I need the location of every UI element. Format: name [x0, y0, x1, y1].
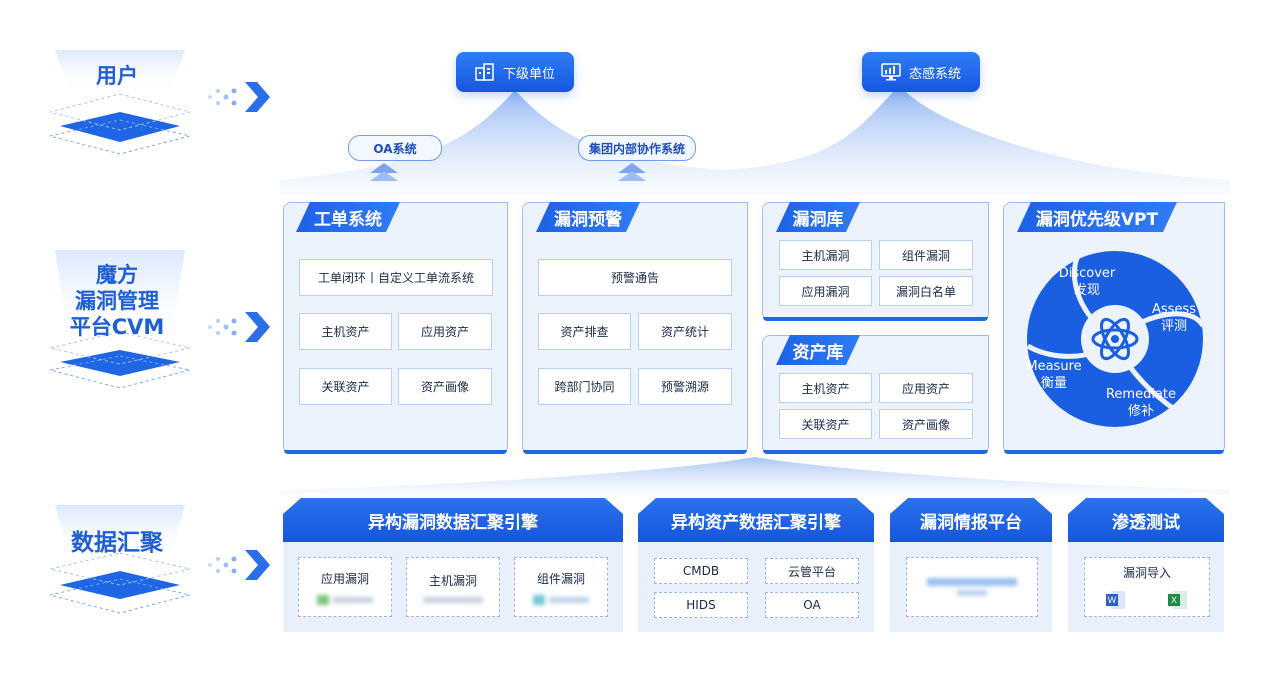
asset-engine-body: [638, 542, 874, 632]
layer-data-label: 数据汇聚: [71, 530, 163, 556]
asset-source-item: CMDB: [654, 558, 748, 584]
warning-item: 预警溯源: [638, 368, 732, 405]
arrow-right-icon: [208, 312, 270, 342]
vuln-db-item: 漏洞白名单: [879, 276, 973, 306]
ticket-item: 关联资产: [299, 368, 392, 405]
layer-platform-line-1: 魔方: [96, 263, 138, 287]
ticket-item: 应用资产: [398, 313, 492, 350]
ticket-item: 工单闭环丨自定义工单流系统: [299, 259, 493, 296]
group-collab-node: 集团内部协作系统: [578, 135, 696, 161]
pentest-title: 渗透测试: [1068, 498, 1224, 542]
asset-db-item: 资产画像: [879, 409, 973, 439]
vuln-source-label: 应用漏洞: [320, 571, 369, 586]
layer-user-label: 用户: [96, 64, 138, 88]
vpt-assess: Assess 评测: [1144, 301, 1204, 335]
logo-placeholder-icon: [533, 594, 589, 605]
monitor-icon: [881, 63, 901, 81]
vpt-title: 漏洞优先级VPT: [1017, 202, 1177, 232]
vpt-remediate-zh: 修补: [1127, 404, 1154, 419]
arrow-right-icon: [208, 550, 270, 580]
layer-data-decoration: [49, 505, 191, 614]
subordinate-unit-node: 下级单位: [456, 52, 574, 92]
vuln-db-item: 应用漏洞: [779, 276, 872, 306]
atom-icon: [1091, 317, 1139, 361]
asset-db-item: 关联资产: [779, 409, 872, 439]
warning-title: 漏洞预警: [536, 202, 640, 232]
vpt-cycle-diagram: [1026, 251, 1206, 427]
excel-file-icon: X: [1168, 590, 1187, 609]
asset-source-item: 云管平台: [765, 558, 859, 584]
subordinate-unit-label: 下级单位: [502, 66, 555, 82]
pentest-import-label: 漏洞导入: [1122, 565, 1171, 580]
intel-source-item: [906, 557, 1038, 617]
intel-platform-title: 漏洞情报平台: [890, 498, 1052, 542]
asset-db-title: 资产库: [776, 335, 860, 365]
layer-platform-line-3: 平台CVM: [69, 315, 165, 339]
vpt-discover-en: Discover: [1058, 266, 1116, 281]
asset-engine-title: 异构资产数据汇聚引擎: [638, 498, 874, 542]
ticket-system-title: 工单系统: [296, 202, 400, 232]
vpt-discover: Discover 发现: [1052, 265, 1122, 299]
vpt-assess-en: Assess: [1152, 302, 1196, 317]
svg-text:W: W: [1108, 595, 1117, 605]
vuln-source-label: 组件漏洞: [536, 571, 585, 586]
layer-platform-label: 魔方 漏洞管理 平台CVM: [42, 262, 192, 340]
situation-system-node: 态感系统: [862, 52, 980, 92]
vpt-discover-zh: 发现: [1073, 283, 1100, 298]
vuln-source-item: 主机漏洞: [406, 557, 500, 617]
logo-placeholder-icon: [423, 596, 483, 603]
logo-placeholder-icon: [927, 578, 1017, 596]
warning-item: 跨部门协同: [538, 368, 631, 405]
vpt-measure: Measure 衡量: [1022, 358, 1086, 392]
layer-platform-line-2: 漏洞管理: [75, 289, 159, 313]
asset-db-item: 主机资产: [779, 373, 872, 403]
vuln-engine-title: 异构漏洞数据汇聚引擎: [283, 498, 623, 542]
file-icons: W X: [1105, 589, 1189, 611]
building-icon: [475, 63, 495, 81]
data-connection-glow: [280, 457, 1230, 495]
vpt-measure-en: Measure: [1026, 359, 1082, 374]
svg-text:X: X: [1171, 595, 1177, 605]
layer-platform-decoration: [49, 250, 191, 389]
vuln-source-item: 应用漏洞: [298, 557, 392, 617]
warning-item: 资产统计: [638, 313, 732, 350]
word-file-icon: W: [1106, 590, 1125, 609]
asset-source-item: HIDS: [654, 592, 748, 618]
vpt-assess-zh: 评测: [1160, 319, 1187, 334]
vpt-remediate: Remediate 修补: [1100, 386, 1182, 420]
user-connection-glow: [280, 85, 1230, 195]
ticket-item: 资产画像: [398, 368, 492, 405]
vuln-source-item: 组件漏洞: [514, 557, 608, 617]
layer-user-decoration: [49, 50, 191, 155]
asset-db-item: 应用资产: [879, 373, 973, 403]
ticket-item: 主机资产: [299, 313, 392, 350]
vuln-db-item: 主机漏洞: [779, 240, 872, 270]
oa-system-node: OA系统: [348, 135, 442, 161]
asset-source-item: OA: [765, 592, 859, 618]
vuln-db-item: 组件漏洞: [879, 240, 973, 270]
arrow-right-icon: [208, 82, 270, 112]
warning-item: 资产排查: [538, 313, 631, 350]
vpt-measure-zh: 衡量: [1040, 376, 1067, 391]
vuln-db-title: 漏洞库: [776, 202, 860, 232]
vuln-source-label: 主机漏洞: [428, 573, 477, 588]
warning-item: 预警通告: [538, 259, 732, 296]
logo-placeholder-icon: [317, 594, 373, 605]
pentest-import-item: 漏洞导入 W X: [1084, 557, 1210, 617]
situation-system-label: 态感系统: [908, 66, 961, 82]
vpt-remediate-en: Remediate: [1105, 387, 1177, 402]
